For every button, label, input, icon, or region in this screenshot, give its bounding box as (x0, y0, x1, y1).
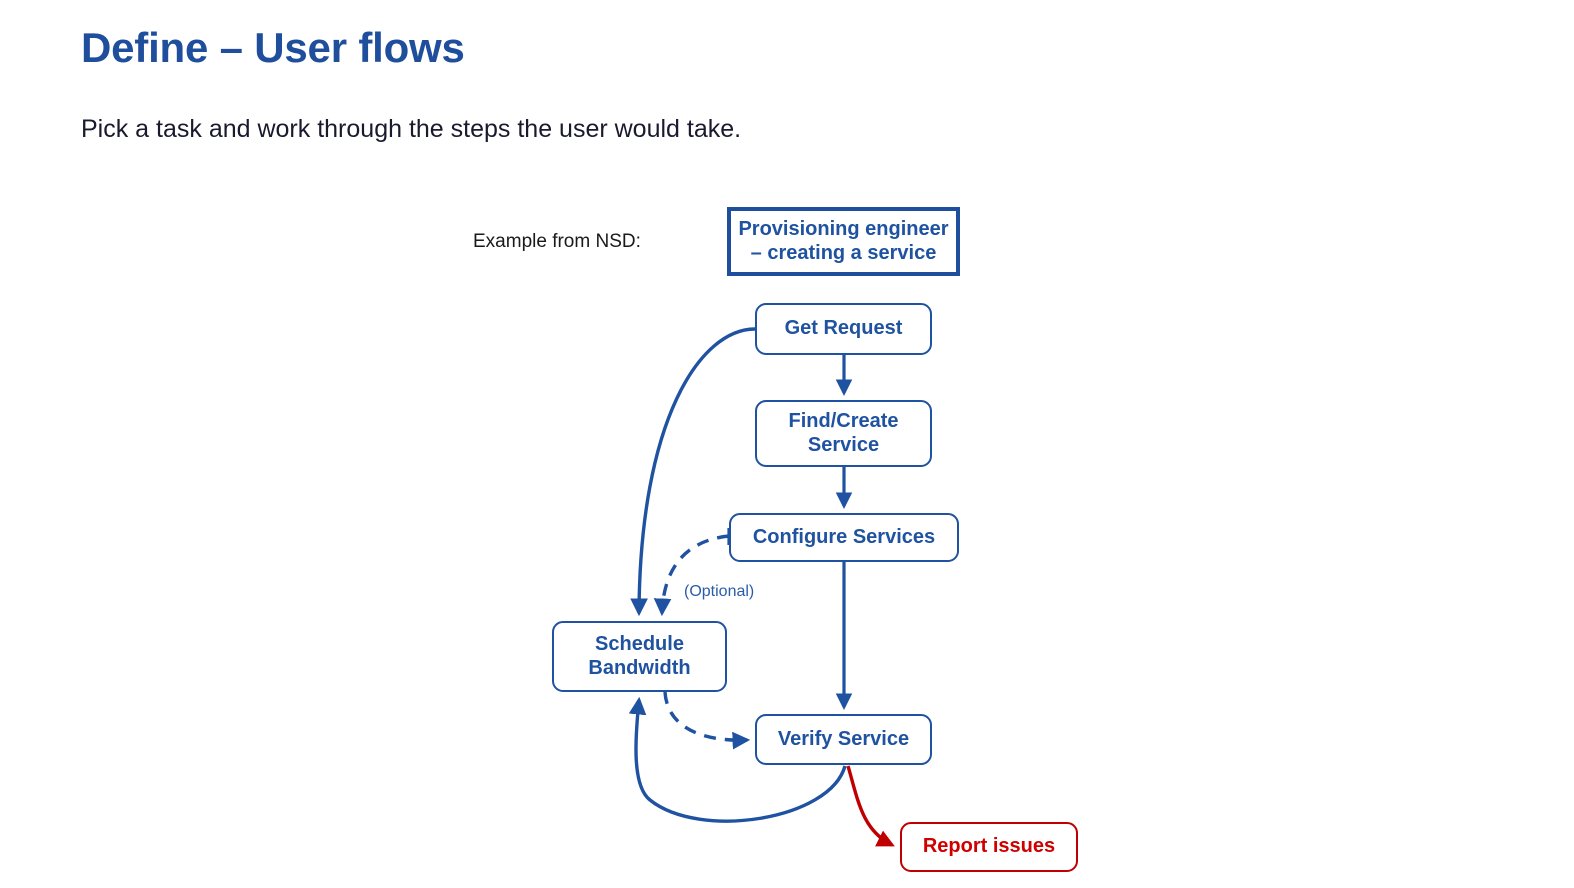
flow-node-provisioning-engineer[interactable]: Provisioning engineer – creating a servi… (727, 207, 960, 276)
flow-node-label: Provisioning engineer – creating a servi… (738, 217, 949, 264)
page-subtitle: Pick a task and work through the steps t… (81, 115, 742, 143)
flow-node-label: Report issues (922, 835, 1056, 858)
flow-node-label: Find/Create Service (788, 409, 899, 456)
edge-label-optional: (Optional) (684, 583, 755, 600)
edge-schedule-to-verify (663, 691, 751, 750)
flow-node-get-request[interactable]: Get Request (755, 303, 932, 355)
flow-node-find-create-service[interactable]: Find/Create Service (755, 400, 932, 467)
flow-node-verify-service[interactable]: Verify Service (755, 714, 932, 765)
page-title: Define – User flows (81, 24, 465, 71)
edge-configure-to-schedule-optional (653, 534, 730, 617)
edge-get-request-to-schedule (630, 327, 756, 617)
flow-node-label: Schedule Bandwidth (588, 632, 691, 679)
flow-node-configure-services[interactable]: Configure Services (729, 513, 959, 562)
flow-node-label: Verify Service (777, 727, 910, 750)
flow-node-schedule-bandwidth[interactable]: Schedule Bandwidth (552, 621, 727, 692)
flow-node-report-issues[interactable]: Report issues (900, 822, 1078, 872)
flow-node-label: Get Request (784, 317, 903, 340)
flow-node-label: Configure Services (752, 525, 936, 548)
example-source-label: Example from NSD: (473, 231, 641, 252)
edge-verify-to-report (846, 765, 895, 847)
